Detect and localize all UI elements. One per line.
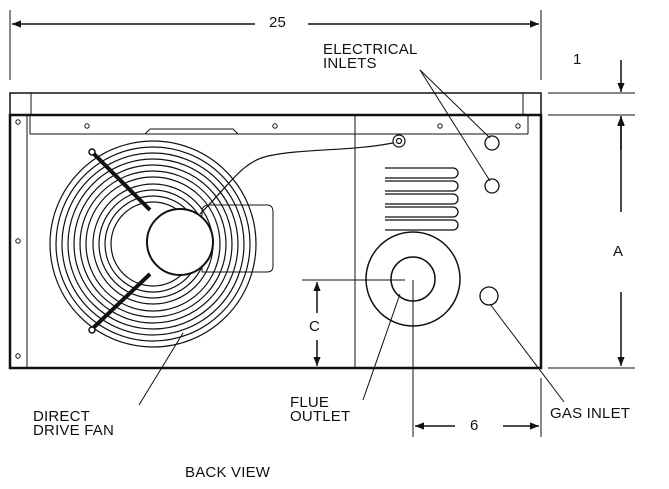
flue-outlet-shape bbox=[365, 231, 461, 327]
flue-outlet-label-line2: OUTLET bbox=[290, 408, 351, 425]
width-dimension-label: 25 bbox=[269, 14, 287, 31]
electrical-inlets-label-line1: ELECTRICAL bbox=[323, 41, 418, 58]
dimension-1-lines bbox=[548, 60, 635, 150]
dimension-6-lines bbox=[412, 280, 542, 437]
fan-bracket bbox=[144, 128, 274, 273]
top-dimension-label: 1 bbox=[573, 51, 582, 68]
dimension-c-lines bbox=[302, 279, 405, 366]
electrical-inlets-label-line2: INLETS bbox=[323, 55, 377, 72]
direct-drive-fan-label-line2: DRIVE FAN bbox=[33, 422, 114, 439]
view-title: BACK VIEW bbox=[185, 464, 271, 481]
fan-wire bbox=[199, 134, 406, 215]
direct-drive-fan-label-line1: DIRECT bbox=[33, 408, 91, 425]
panel-screws bbox=[15, 119, 521, 359]
dimension-6-label: 6 bbox=[470, 417, 479, 434]
flue-outlet-label-line1: FLUE bbox=[290, 394, 330, 411]
inlet-holes bbox=[479, 135, 500, 306]
width-dimension-25 bbox=[9, 10, 542, 80]
leader-lines bbox=[138, 69, 565, 406]
dimension-c-label: C bbox=[309, 318, 321, 335]
louver-vents bbox=[385, 167, 459, 231]
unit-housing bbox=[8, 92, 543, 370]
gas-inlet-label: GAS INLET bbox=[550, 405, 631, 422]
dimension-a-label: A bbox=[613, 243, 624, 260]
fan-guard bbox=[49, 140, 257, 348]
fan-motor-hub bbox=[88, 148, 214, 334]
dimension-a-lines bbox=[548, 117, 635, 369]
